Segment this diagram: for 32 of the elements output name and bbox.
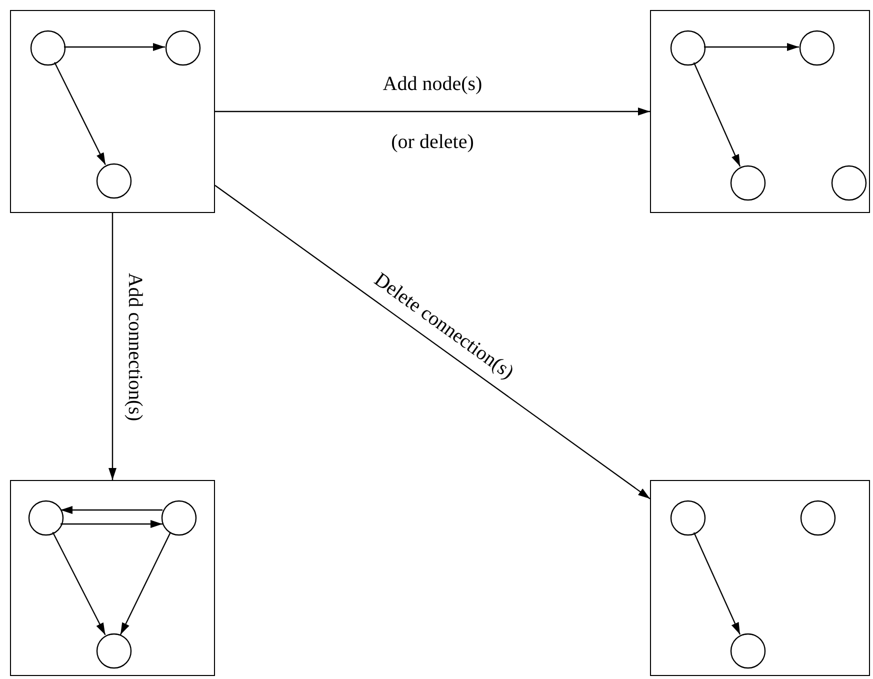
node-circle	[670, 30, 706, 66]
arrow	[64, 43, 165, 51]
arrow	[60, 520, 162, 528]
node-circle	[161, 500, 197, 536]
arrow	[693, 532, 741, 635]
node-circle	[96, 633, 132, 669]
arrow	[214, 184, 650, 500]
node-circle	[670, 500, 706, 536]
panel-box	[650, 10, 870, 213]
node-circle	[831, 165, 867, 201]
node-circle	[800, 500, 836, 536]
node-circle	[165, 30, 201, 66]
arrow	[120, 532, 172, 635]
node-circle	[96, 163, 132, 199]
panel-box	[650, 480, 870, 676]
note-text: (or delete)	[390, 130, 475, 152]
node-circle	[730, 633, 766, 669]
edge-label: Add connection(s)	[124, 271, 146, 423]
arrow	[52, 532, 106, 636]
node-circle	[30, 30, 66, 66]
panel-box	[10, 10, 215, 213]
node-circle	[799, 30, 835, 66]
panel-box	[10, 480, 215, 676]
arrow	[704, 43, 799, 51]
arrow	[693, 62, 741, 167]
arrow	[215, 108, 650, 116]
edge-label: Add node(s)	[382, 72, 484, 94]
arrow	[60, 506, 162, 514]
node-circle	[28, 500, 64, 536]
arrow	[108, 213, 116, 480]
arrow	[54, 62, 106, 166]
node-circle	[730, 165, 766, 201]
